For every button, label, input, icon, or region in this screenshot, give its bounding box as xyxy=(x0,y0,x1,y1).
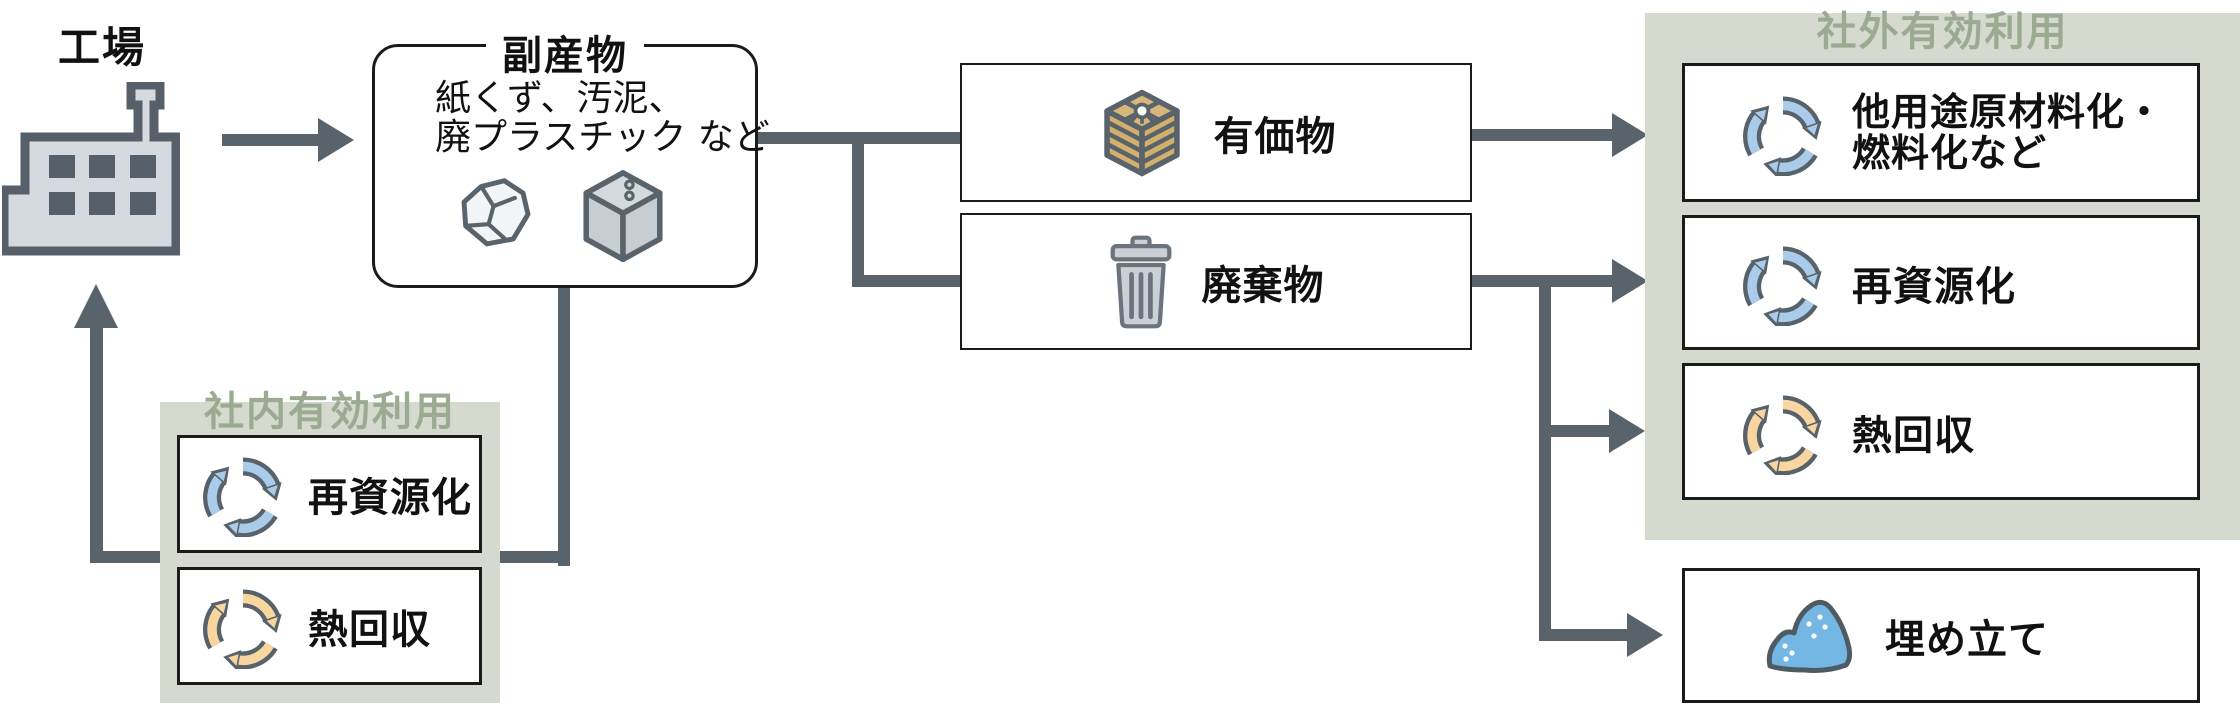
arrow-head-factory-return xyxy=(74,284,118,328)
landfill-mound-icon xyxy=(1766,599,1853,673)
landfill-label: 埋め立て xyxy=(1885,616,2049,663)
arrow-head-heat-recovery xyxy=(1609,409,1645,453)
recycle-icon xyxy=(1740,389,1826,475)
factory-label: 工場 xyxy=(58,23,147,72)
arrow-head-recycle xyxy=(1612,259,1648,303)
external-use-title: 社外有効利用 xyxy=(1816,9,2069,55)
valuables-label: 有価物 xyxy=(1213,113,1337,160)
connector-factory-to-byproducts xyxy=(222,134,320,146)
external-heat-box: 熱回収 xyxy=(1682,363,2200,500)
byproducts-description: 紙くず、汚泥、 廃プラスチック など xyxy=(435,79,770,157)
landfill-box: 埋め立て xyxy=(1682,568,2200,703)
waste-box: 廃棄物 xyxy=(960,213,1472,350)
connector-byproducts-down xyxy=(558,280,570,566)
connector-to-heat-recovery xyxy=(1539,425,1611,437)
recycle-icon xyxy=(1740,90,1826,176)
byproducts-description-line2: 廃プラスチック など xyxy=(435,117,770,158)
connector-loop-up xyxy=(90,328,103,563)
waste-label: 廃棄物 xyxy=(1201,262,1325,309)
external-other-use-box: 他用途原材料化・ 燃料化など xyxy=(1682,63,2200,202)
connector-branch-down xyxy=(852,132,864,287)
crumpled-paper-icon xyxy=(461,178,531,247)
external-recycle-label: 再資源化 xyxy=(1852,263,2016,310)
connector-waste-branch-down xyxy=(1539,275,1551,641)
byproducts-title: 副産物 xyxy=(486,23,644,81)
external-heat-label: 熱回収 xyxy=(1852,412,1975,459)
recycle-icon xyxy=(200,451,286,537)
cube-icon xyxy=(583,170,663,263)
recycle-icon xyxy=(200,583,286,669)
internal-heat-box: 熱回収 xyxy=(177,567,482,685)
internal-recycle-label: 再資源化 xyxy=(308,475,472,521)
valuables-box: 有価物 xyxy=(960,63,1472,202)
connector-to-landfill xyxy=(1539,629,1629,641)
external-recycle-box: 再資源化 xyxy=(1682,215,2200,350)
external-use-panel: 社外有効利用 他用途原材料化・ 燃料化など 再資源化 熱回収 xyxy=(1645,9,2240,540)
byproducts-description-line1: 紙くず、汚泥、 xyxy=(435,78,685,119)
arrow-head-landfill xyxy=(1627,613,1663,657)
internal-recycle-box: 再資源化 xyxy=(177,435,482,553)
arrow-head-byproducts xyxy=(318,118,354,162)
connector-branch-to-waste xyxy=(852,275,960,287)
byproducts-box: 副産物 紙くず、汚泥、 廃プラスチック など xyxy=(372,23,770,288)
external-other-use-label: 他用途原材料化・ 燃料化など xyxy=(1852,89,2165,175)
recycle-icon xyxy=(1740,240,1826,326)
money-bundle-icon xyxy=(1103,89,1180,176)
connector-valuables-out xyxy=(1472,129,1614,141)
internal-heat-label: 熱回収 xyxy=(308,607,431,653)
arrow-head-other-use xyxy=(1612,113,1648,157)
internal-use-title: 社内有効利用 xyxy=(204,389,456,435)
internal-use-panel: 社内有効利用 再資源化 熱回収 xyxy=(160,389,500,703)
factory-icon xyxy=(2,82,180,256)
trash-can-icon xyxy=(1110,235,1171,328)
